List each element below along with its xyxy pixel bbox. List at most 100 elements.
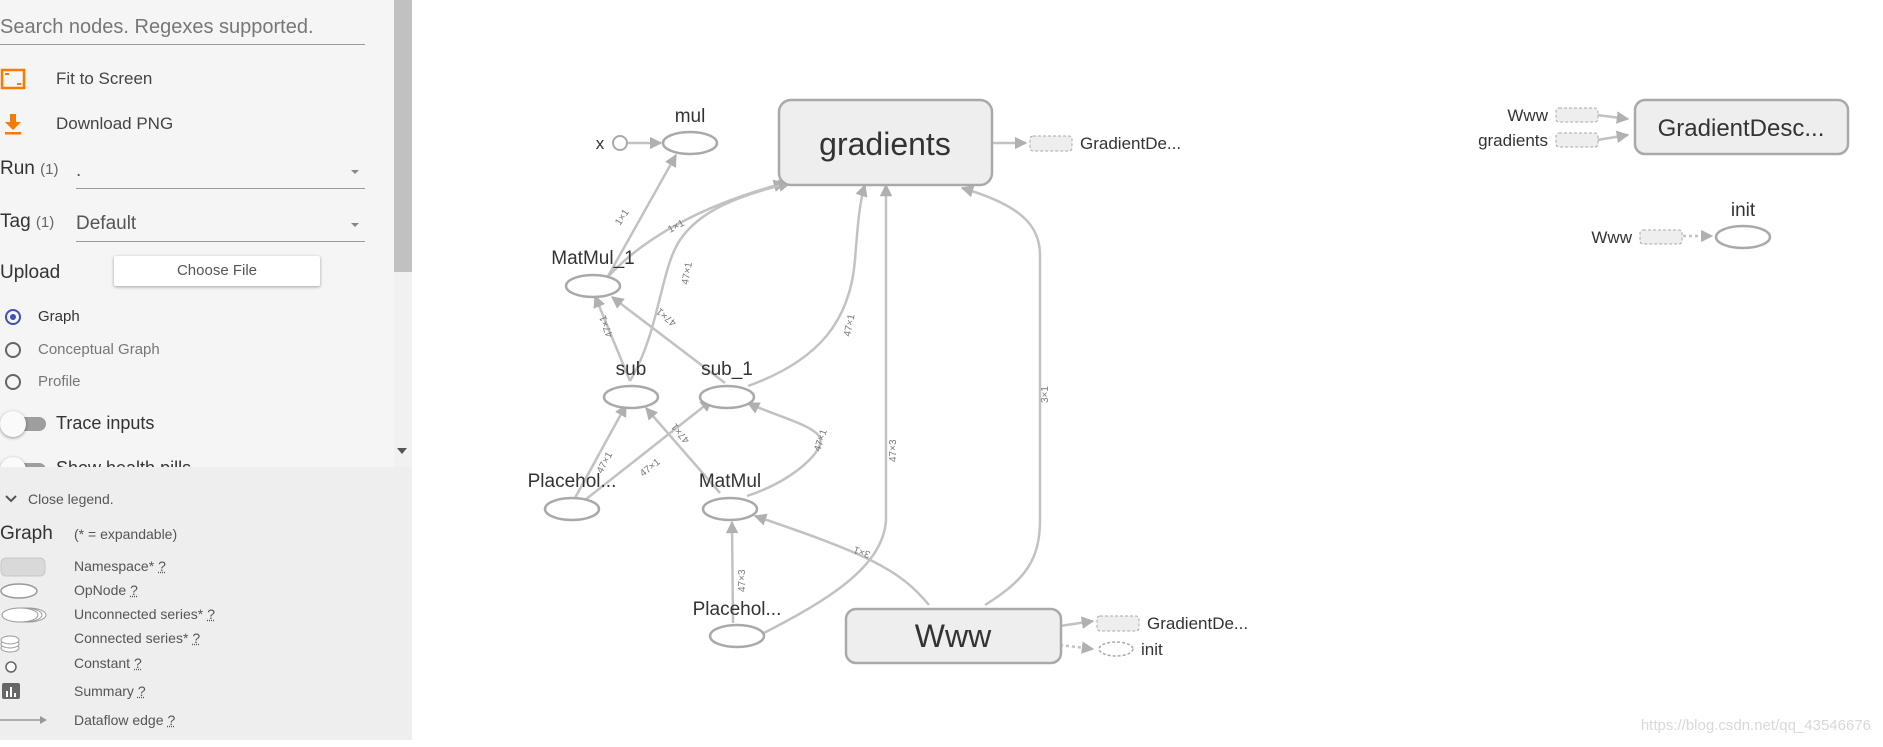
controls-panel: Search nodes. Regexes supported. Fit to … <box>0 0 394 467</box>
svg-text:init: init <box>1731 200 1756 221</box>
svg-text:Placehol...: Placehol... <box>528 471 617 492</box>
connected-series-symbol <box>1 636 19 652</box>
legend-dataflow-edge: Dataflow edge? <box>74 712 175 728</box>
download-png-button[interactable]: Download PNG <box>0 109 300 139</box>
node-www[interactable]: Www <box>846 609 1061 663</box>
node-placeholder-b[interactable]: Placehol... <box>693 599 782 647</box>
fit-to-screen-button[interactable]: Fit to Screen <box>0 64 300 94</box>
summary-icon <box>2 683 20 699</box>
node-gradient-desc[interactable]: GradientDesc... <box>1635 100 1848 154</box>
svg-text:Www: Www <box>1591 228 1632 247</box>
svg-text:GradientDe...: GradientDe... <box>1080 134 1181 153</box>
edge-gdin-www-gd <box>1597 115 1628 119</box>
health-pills-label: Show health pills <box>56 458 191 467</box>
download-png-label: Download PNG <box>56 109 173 139</box>
fit-screen-icon <box>0 66 26 92</box>
legend-connected-series: Connected series*? <box>74 630 200 646</box>
node-sub-1[interactable]: sub_1 <box>700 359 754 408</box>
legend-namespace: Namespace*? <box>74 558 166 574</box>
help-link[interactable]: ? <box>130 582 138 598</box>
node-sub[interactable]: sub <box>604 359 658 408</box>
sidebar-scrollbar[interactable] <box>394 0 412 467</box>
close-legend-link[interactable]: Close legend. <box>28 491 114 507</box>
unconnected-series-symbol <box>2 608 46 622</box>
help-link[interactable]: ? <box>168 712 176 728</box>
svg-text:MatMul: MatMul <box>699 471 761 492</box>
node-gd-input-www[interactable]: Www <box>1507 106 1598 125</box>
run-select[interactable]: . <box>76 154 365 189</box>
edge-labels: 1×1 1×1 47×1 47×1 47×1 47×1 3×1 47×3 47×… <box>595 207 1051 592</box>
node-ref-gradientde-www[interactable]: GradientDe... <box>1097 614 1248 633</box>
svg-text:sub: sub <box>616 359 647 380</box>
edge-sub1-gradients <box>748 185 865 386</box>
help-link[interactable]: ? <box>158 558 166 574</box>
search-input[interactable]: Search nodes. Regexes supported. <box>0 10 365 45</box>
graph-canvas[interactable]: 1×1 1×1 47×1 47×1 47×1 47×1 3×1 47×3 47×… <box>412 0 1883 740</box>
legend-symbols <box>0 557 50 747</box>
node-init-input-www[interactable]: Www <box>1591 228 1682 247</box>
edge-www-initref <box>1060 645 1093 649</box>
radio-conceptual-graph[interactable] <box>5 342 21 358</box>
svg-text:MatMul_1: MatMul_1 <box>551 248 634 269</box>
edge-label: 1×1 <box>613 207 632 228</box>
watermark: https://blog.csdn.net/qq_43546676 <box>1641 717 1871 734</box>
edge-label: 47×3 <box>737 569 748 592</box>
namespace-symbol <box>1 558 45 576</box>
node-matmul-1[interactable]: MatMul_1 <box>551 248 634 297</box>
edge-gdin-grad-gd <box>1597 135 1628 140</box>
edge-www-mm <box>755 516 929 605</box>
legend-panel: Close legend. Graph (* = expandable) <box>0 467 412 740</box>
dataflow-edge-symbol <box>0 716 47 724</box>
choose-file-button[interactable]: Choose File <box>114 256 320 286</box>
node-x[interactable]: x <box>596 134 627 153</box>
node-ref-init[interactable]: init <box>1099 640 1163 659</box>
radio-graph-label: Graph <box>38 308 80 325</box>
svg-text:Www: Www <box>915 618 992 654</box>
svg-text:Placehol...: Placehol... <box>693 599 782 620</box>
edge-sub-gradients <box>630 183 790 381</box>
chevron-down-icon <box>351 170 359 174</box>
legend-title: Graph <box>0 523 53 545</box>
expandable-note: (* = expandable) <box>74 526 177 542</box>
svg-text:gradients: gradients <box>819 126 951 162</box>
opnode-symbol <box>1 584 37 598</box>
edge-www-gradients <box>962 188 1040 605</box>
svg-text:GradientDesc...: GradientDesc... <box>1658 115 1825 142</box>
svg-text:sub_1: sub_1 <box>701 359 753 380</box>
radio-conceptual-graph-label: Conceptual Graph <box>38 341 160 358</box>
svg-text:init: init <box>1141 640 1163 659</box>
node-mul[interactable]: mul <box>663 106 717 154</box>
radio-profile[interactable] <box>5 374 21 390</box>
scroll-down-arrow-icon[interactable] <box>397 448 407 454</box>
edge-label: 47×3 <box>888 439 899 462</box>
scroll-thumb[interactable] <box>394 0 412 272</box>
legend-opnode: OpNode? <box>74 582 138 598</box>
edge-label: 47×1 <box>842 313 858 338</box>
tag-select[interactable]: Default <box>76 207 365 242</box>
node-init[interactable]: init <box>1716 200 1770 248</box>
node-placeholder-a[interactable]: Placehol... <box>528 471 617 520</box>
edge-label: 47×1 <box>598 313 616 338</box>
upload-label: Upload <box>0 262 60 284</box>
control-edges <box>1060 236 1712 649</box>
node-gradients[interactable]: gradients <box>779 100 992 185</box>
help-link[interactable]: ? <box>134 655 142 671</box>
trace-inputs-toggle[interactable] <box>0 417 46 431</box>
run-label: Run (1) <box>0 158 58 180</box>
fit-to-screen-label: Fit to Screen <box>56 64 152 94</box>
constant-symbol <box>6 662 16 672</box>
radio-graph[interactable] <box>5 309 21 325</box>
svg-text:gradients: gradients <box>1478 131 1548 150</box>
edge-label: 3×1 <box>852 543 872 559</box>
chevron-down-icon[interactable] <box>4 494 18 504</box>
trace-inputs-label: Trace inputs <box>56 413 154 434</box>
help-link[interactable]: ? <box>207 606 215 622</box>
edge-ph-gradients <box>746 185 886 642</box>
download-icon <box>0 111 26 137</box>
svg-text:mul: mul <box>675 106 706 127</box>
help-link[interactable]: ? <box>192 630 200 646</box>
help-link[interactable]: ? <box>138 683 146 699</box>
legend-unconnected-series: Unconnected series*? <box>74 606 215 622</box>
node-gd-input-gradients[interactable]: gradients <box>1478 131 1598 150</box>
node-ref-gradientde-top[interactable]: GradientDe... <box>1030 134 1181 153</box>
